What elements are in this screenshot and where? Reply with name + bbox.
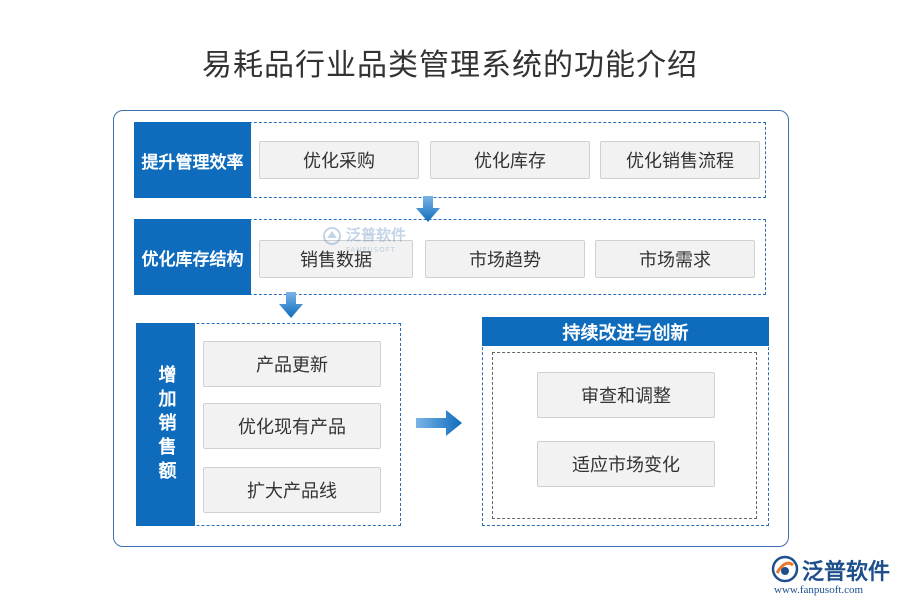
arrow-down-icon bbox=[416, 196, 440, 222]
arrow-right-icon bbox=[416, 410, 462, 436]
page-title: 易耗品行业品类管理系统的功能介绍 bbox=[202, 48, 698, 83]
innovation-inner-box bbox=[492, 352, 757, 519]
item-adapt-market-change: 适应市场变化 bbox=[537, 441, 715, 487]
item-sales-data: 销售数据 bbox=[259, 240, 413, 278]
brand-name: 泛普软件 bbox=[802, 560, 891, 585]
item-market-trend: 市场趋势 bbox=[425, 240, 585, 278]
arrow-down-icon bbox=[279, 292, 303, 318]
sales-label: 增加销售额 bbox=[136, 323, 195, 526]
item-optimize-sales-process: 优化销售流程 bbox=[600, 141, 760, 179]
innovation-label: 持续改进与创新 bbox=[482, 317, 769, 346]
item-product-update: 产品更新 bbox=[203, 341, 381, 387]
efficiency-label: 提升管理效率 bbox=[134, 122, 251, 198]
brand-logo: 泛普软件 www.fanpusoft.com bbox=[770, 554, 895, 598]
item-market-demand: 市场需求 bbox=[595, 240, 755, 278]
item-optimize-existing-product: 优化现有产品 bbox=[203, 403, 381, 449]
item-expand-product-line: 扩大产品线 bbox=[203, 467, 381, 513]
diagram-frame bbox=[113, 110, 789, 547]
brand-url: www.fanpusoft.com bbox=[774, 584, 864, 596]
item-optimize-purchase: 优化采购 bbox=[259, 141, 419, 179]
brand-logo-icon bbox=[771, 555, 799, 583]
inventory-label: 优化库存结构 bbox=[134, 219, 251, 295]
item-review-adjust: 审查和调整 bbox=[537, 372, 715, 418]
item-optimize-inventory: 优化库存 bbox=[430, 141, 590, 179]
